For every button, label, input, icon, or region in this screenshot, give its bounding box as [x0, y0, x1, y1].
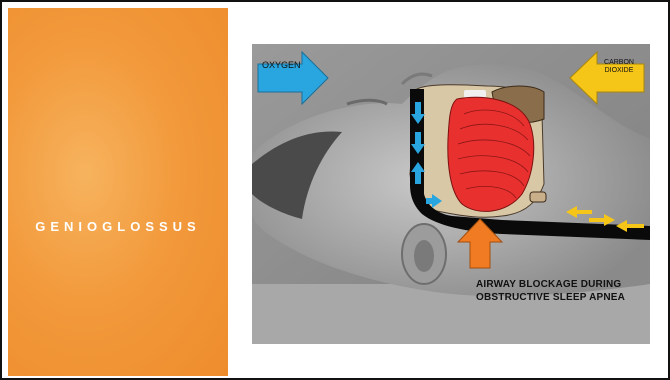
blockage-caption: AIRWAY BLOCKAGE DURING OBSTRUCTIVE SLEEP…	[476, 278, 625, 304]
co2-label-line1: CARBON	[602, 59, 636, 67]
hyoid-bone	[530, 192, 546, 202]
blockage-caption-line2: OBSTRUCTIVE SLEEP APNEA	[476, 291, 625, 304]
title-panel: GENIOGLOSSUS	[8, 8, 228, 376]
co2-label-line2: DIOXIDE	[602, 67, 636, 75]
oxygen-label: OXYGEN	[262, 61, 301, 70]
sleep-apnea-illustration: OXYGEN CARBON DIOXIDE AIRWAY BLOCKAGE DU…	[252, 44, 650, 344]
slide-title: GENIOGLOSSUS	[8, 219, 228, 234]
ear-inner	[414, 240, 434, 272]
tongue	[448, 97, 534, 211]
co2-label: CARBON DIOXIDE	[602, 59, 636, 75]
blockage-caption-line1: AIRWAY BLOCKAGE DURING	[476, 278, 625, 291]
